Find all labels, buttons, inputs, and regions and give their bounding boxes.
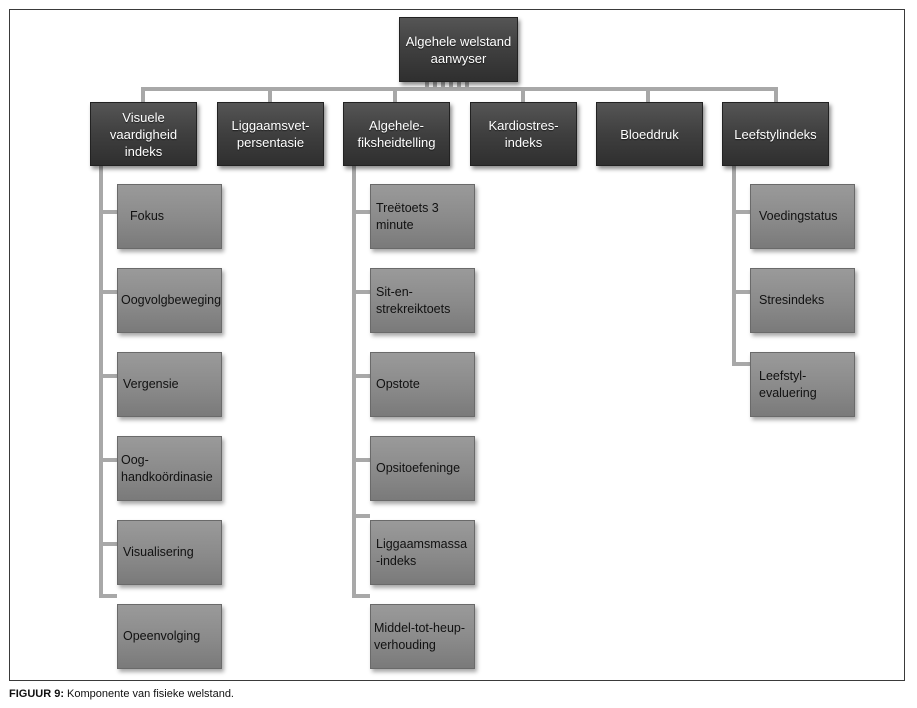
visual-item: Fokus [117, 184, 222, 249]
visual-item-label: Vergensie [123, 377, 179, 391]
visual-item: Opeenvolging [117, 604, 222, 669]
visual-item: Vergensie [117, 352, 222, 417]
visual-item: Oog-handkoördinasie [117, 436, 222, 501]
fitness-item: Middel-tot-heup-verhouding [370, 604, 475, 669]
fitness-item: Liggaamsmassa-indeks [370, 520, 475, 585]
lifestyle-item: Stresindeks [750, 268, 855, 333]
visual-item-label: Fokus [130, 209, 165, 223]
category-node-lifestyle: Leefstylindeks [722, 102, 829, 166]
fitness-item-label: Sit-en-strekreiktoets [376, 284, 451, 316]
visual-item-label: Visualisering [123, 545, 194, 559]
fitness-item-label: Opstote [376, 377, 420, 391]
lifestyle-item: Leefstyl-evaluering [750, 352, 855, 417]
fitness-item: Sit-en-strekreiktoets [370, 268, 475, 333]
category-node-bodyfat: Liggaamsvet-persentasie [217, 102, 324, 166]
lifestyle-item: Voedingstatus [750, 184, 855, 249]
category-label: Leefstylindeks [734, 126, 817, 142]
lifestyle-item-label: Voedingstatus [759, 209, 838, 223]
root-node: Algehele welstand aanwyser [399, 17, 518, 82]
caption-text: Komponente van fisieke welstand. [64, 688, 234, 700]
visual-item: Oogvolgbeweging [117, 268, 222, 333]
fitness-item-label: Middel-tot-heup-verhouding [374, 620, 466, 652]
category-label: Kardiostres-indeks [488, 118, 559, 150]
fitness-item-label: Liggaamsmassa-indeks [376, 536, 468, 568]
lifestyle-item-label: Stresindeks [759, 293, 825, 307]
root-label: Algehele welstand aanwyser [405, 33, 512, 66]
fitness-item-label: Opsitoefeninge [376, 461, 461, 475]
category-label: Algehele-fiksheidtelling [357, 118, 436, 150]
fitness-item: Treëtoets 3 minute [370, 184, 475, 249]
category-node-visual: Visuele vaardigheid indeks [90, 102, 197, 166]
visual-item-label: Opeenvolging [123, 629, 201, 643]
category-node-fitness: Algehele-fiksheidtelling [343, 102, 450, 166]
fitness-item-label: Treëtoets 3 minute [376, 200, 439, 232]
category-node-cardiostress: Kardiostres-indeks [470, 102, 577, 166]
fitness-item: Opstote [370, 352, 475, 417]
figure-caption: FIGUUR 9: Komponente van fisieke welstan… [9, 688, 234, 700]
visual-item-label: Oogvolgbeweging [121, 293, 222, 307]
category-node-bloodpressure: Bloeddruk [596, 102, 703, 166]
visual-item: Visualisering [117, 520, 222, 585]
category-label: Bloeddruk [620, 126, 679, 142]
category-label: Liggaamsvet-persentasie [231, 118, 310, 150]
caption-label: FIGUUR 9: [9, 688, 64, 700]
visual-item-label: Oog-handkoördinasie [121, 452, 213, 484]
fitness-item: Opsitoefeninge [370, 436, 475, 501]
figure-frame [9, 9, 905, 681]
category-label: Visuele vaardigheid indeks [109, 109, 178, 159]
lifestyle-item-label: Leefstyl-evaluering [759, 368, 817, 400]
